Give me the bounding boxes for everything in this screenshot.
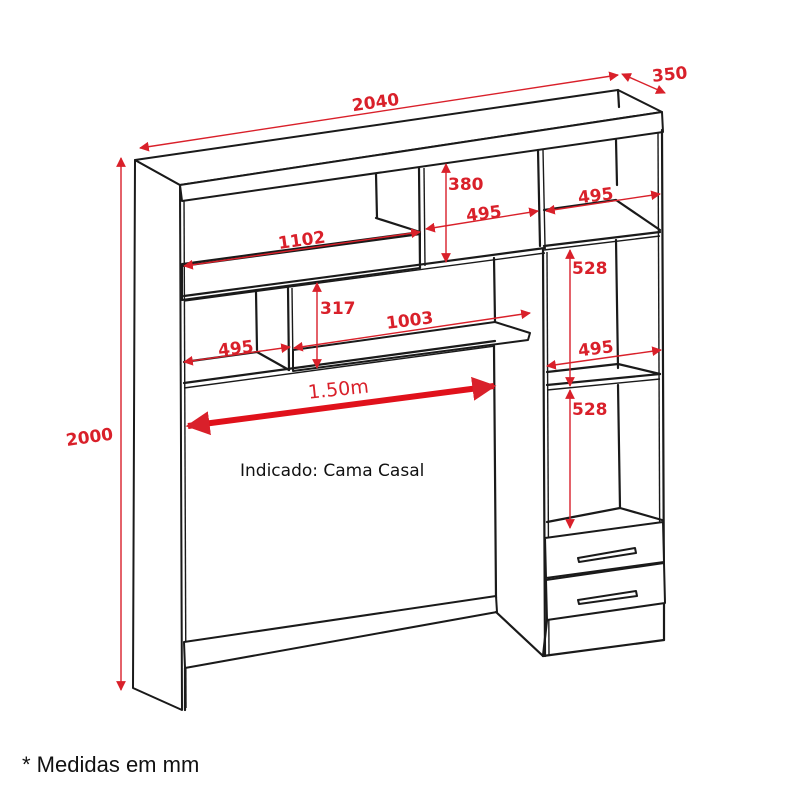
dim-top-left-niche-width: 1102	[277, 228, 327, 254]
drawer-bottom	[545, 562, 666, 621]
drawer-handle-top	[577, 547, 637, 563]
dim-right-middle-width: 495	[577, 337, 615, 361]
units-footnote: * Medidas em mm	[22, 752, 200, 777]
dim-top-middle-niche-height: 380	[448, 175, 484, 195]
dim-top-middle-niche-width: 495	[465, 202, 503, 226]
dim-right-lower-height: 528	[572, 400, 608, 420]
dim-total-height: 2000	[65, 425, 115, 451]
left-side-panel	[132, 159, 183, 711]
dim-bed-width: 1.50m	[307, 376, 370, 404]
dim-depth: 350	[651, 63, 689, 87]
dim-top-right-niche-width: 495	[577, 184, 615, 208]
dim-total-width: 2040	[351, 90, 401, 116]
dim-middle-left-niche-width: 495	[217, 337, 255, 361]
dim-middle-shelf-width: 1003	[385, 308, 434, 334]
recommended-bed-label: Indicado: Cama Casal	[240, 461, 425, 481]
drawer-handle-bottom	[577, 590, 638, 605]
dim-right-upper-height: 528	[572, 259, 608, 279]
dim-middle-shelf-height: 317	[320, 299, 356, 319]
